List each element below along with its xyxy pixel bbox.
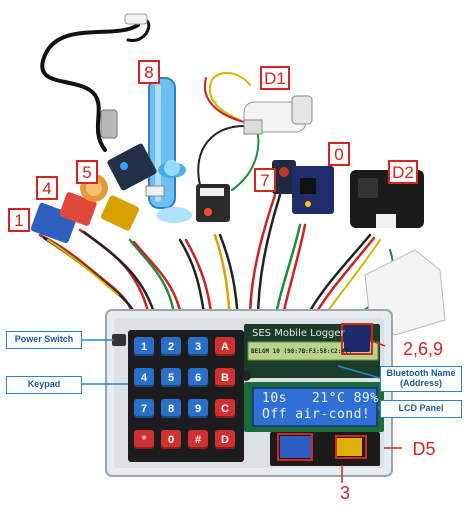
keypad-key-hash: # [188,430,208,449]
keypad-key-5: 5 [161,368,181,387]
keypad-key-8: 8 [161,399,181,418]
callout-keypad: Keypad [6,376,82,394]
cable-bundle [38,16,394,323]
keypad-key-9: 9 [188,399,208,418]
logger-brand-label: SES Mobile Logger [252,328,345,339]
keypad-key-b: B [215,368,235,387]
marker-d2: D2 [388,160,418,184]
keypad-key-a: A [215,337,235,356]
marker-1: 1 [8,208,30,232]
dust-sensor [350,170,424,228]
marker-4: 4 [36,176,58,200]
keypad-key-4: 4 [134,368,154,387]
lcd-line-2: Off air-cond! [262,407,371,422]
callout-bluetooth-name: Bluetooth Name (Address) [380,366,462,392]
sensor-board-red-led [196,184,230,222]
keypad-key-c: C [215,399,235,418]
bluetooth-name-display: BELGM 10 (98:7B:F3:58:C2:47) [251,348,353,355]
water-flow-sensor [243,95,313,135]
sensor-7-board [272,160,296,194]
keypad-key-7: 7 [134,399,154,418]
keypad-key-0: 0 [161,430,181,449]
marker-7: 7 [254,168,276,192]
keypad-key-3: 3 [188,337,208,356]
marker-d5: D5 [412,439,436,459]
marker-2-6-9: 2,6,9 [402,339,444,359]
lcd-line-1: 10s 21°C 89% [262,391,379,406]
ph-probe [100,13,192,223]
keypad-key-d: D [215,430,235,449]
keypad-key-star: * [134,430,154,449]
callout-power-switch: Power Switch [6,331,82,349]
marker-d1: D1 [260,66,290,90]
sensor-4-board [59,192,97,226]
marker-3: 3 [339,483,350,503]
marker-5: 5 [76,160,98,184]
keypad-key-2: 2 [161,337,181,356]
keypad-key-6: 6 [188,368,208,387]
marker-0: 0 [328,142,350,166]
ph-sensor-board [107,143,165,197]
callout-lcd-panel: LCD Panel [380,400,462,418]
marker-8: 8 [138,60,160,84]
sensor-0-board [292,166,334,214]
highlight-boxes [277,323,373,461]
keypad-key-1: 1 [134,337,154,356]
